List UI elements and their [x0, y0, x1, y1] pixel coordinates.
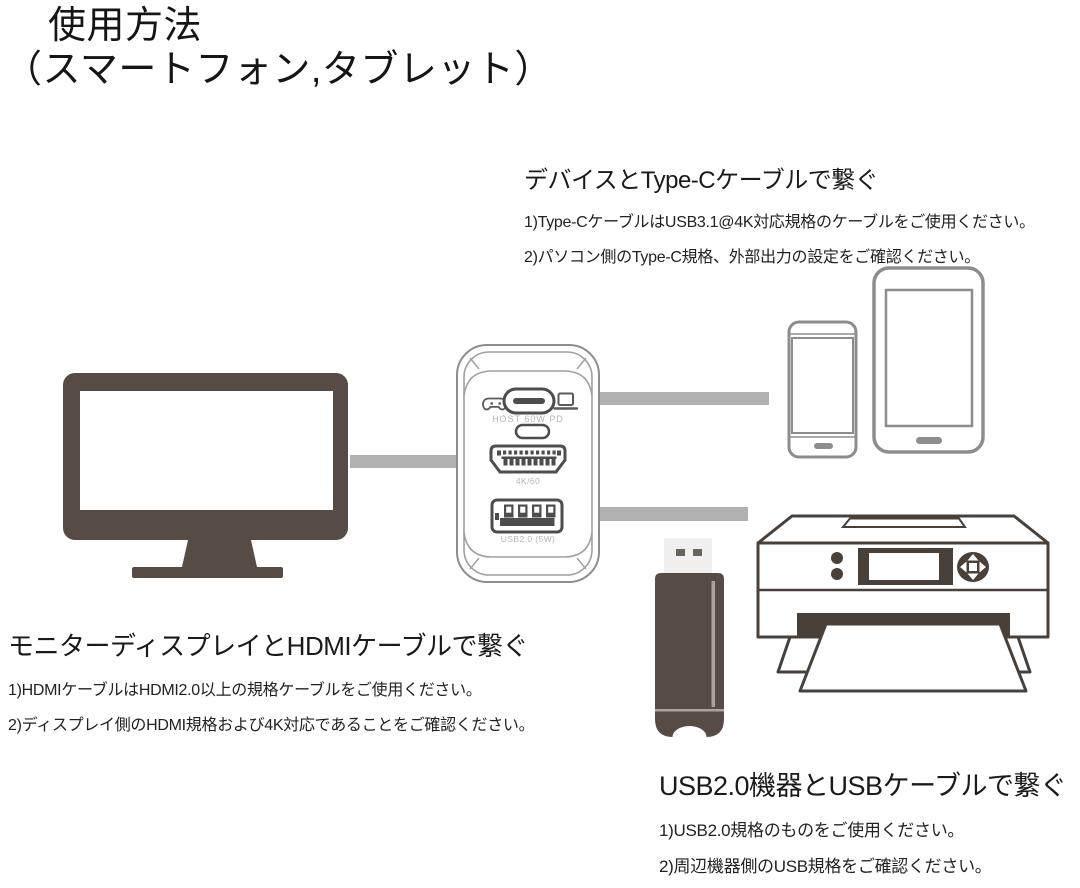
- smartphone-illustration: [787, 320, 858, 459]
- tablet-screen: [884, 288, 974, 428]
- smartphone-home-button: [814, 443, 833, 449]
- monitor-stand-base: [132, 567, 283, 578]
- usb-c-aux-port-icon: [514, 423, 551, 440]
- hdmi-pins: [497, 450, 561, 466]
- usb-c-port-tongue: [513, 398, 545, 404]
- page-title: 使用方法 （スマートフォン,タブレット）: [4, 4, 553, 92]
- printer-lid: [756, 514, 1050, 545]
- usb-drive-edge-highlight: [711, 581, 715, 707]
- printer-dpad: [957, 552, 989, 582]
- printer-screen: [869, 553, 939, 580]
- usb-note-1: 1)USB2.0規格のものをご使用ください。: [659, 821, 965, 840]
- section-hdmi: モニターディスプレイとHDMIケーブルで繋ぐ 1)HDMIケーブルはHDMI2.…: [8, 626, 535, 746]
- type-c-note-2: 2)パソコン側のType-C規格、外部出力の設定をご確認ください。: [524, 249, 980, 266]
- monitor-illustration: [63, 373, 348, 578]
- title-line-1: 使用方法: [48, 5, 203, 47]
- usb-drive-body: [655, 573, 724, 711]
- dock-host-port-label: HOST 60W PD: [492, 414, 564, 424]
- section-usb: USB2.0機器とUSBケーブルで繋ぐ 1)USB2.0規格のものをご使用くださ…: [659, 764, 1067, 888]
- monitor-stand-neck: [182, 540, 257, 567]
- tablet-home-button: [916, 437, 942, 444]
- game-controller-dpad-dot: [490, 402, 493, 405]
- monitor-screen: [80, 391, 333, 510]
- dock-face-top-edge: [463, 370, 593, 397]
- title-line-2: （スマートフォン,タブレット）: [4, 49, 553, 92]
- laptop-icon: [553, 392, 579, 410]
- tablet-illustration: [872, 266, 985, 454]
- printer-lid-slot: [840, 517, 967, 528]
- usb-drive-connector: [664, 538, 712, 575]
- section-type-c: デバイスとType-Cケーブルで繋ぐ 1)Type-CケーブルはUSB3.1@4…: [524, 160, 1035, 278]
- dock-usb-port-label: USB2.0 (5W): [501, 534, 555, 544]
- type-c-note-1: 1)Type-CケーブルはUSB3.1@4K対応規格のケーブルをご使用ください。: [524, 214, 1035, 231]
- usb-drive-tip: [655, 711, 724, 737]
- hdmi-cable: [350, 455, 471, 468]
- hdmi-note-1: 1)HDMIケーブルはHDMI2.0以上の規格ケーブルをご使用ください。: [8, 682, 482, 699]
- printer-button-2: [831, 568, 843, 580]
- dock-corner-bevels: [469, 357, 587, 570]
- usb-a-port-contacts: [504, 504, 556, 518]
- printer-illustration: [756, 514, 1050, 693]
- usb-drive-contact-1: [676, 549, 685, 556]
- dock-inner-shell: [463, 351, 593, 576]
- usb-drive-contact-2: [693, 549, 702, 556]
- hdmi-heading: モニターディスプレイとHDMIケーブルで繋ぐ: [8, 631, 529, 661]
- usb-cable: [588, 507, 748, 521]
- type-c-cable: [588, 392, 769, 405]
- usb-a-port-icon: [490, 498, 564, 534]
- smartphone-screen: [791, 337, 854, 434]
- type-c-heading: デバイスとType-Cケーブルで繋ぐ: [524, 167, 879, 194]
- usb-drive-lanyard-hole: [672, 726, 707, 748]
- game-controller-button-dot: [498, 402, 501, 405]
- usb-flash-drive-illustration: [655, 538, 724, 748]
- usb-drive-tip-seam: [655, 709, 724, 712]
- printer-paper-sheet: [798, 622, 1028, 693]
- usb-heading: USB2.0機器とUSBケーブルで繋ぐ: [659, 771, 1067, 801]
- hdmi-note-2: 2)ディスプレイ側のHDMI規格および4K対応であることをご確認ください。: [8, 717, 535, 734]
- hdmi-port-icon: [489, 444, 567, 474]
- usb-note-2: 2)周辺機器側のUSB規格をご確認ください。: [659, 857, 992, 876]
- dock-illustration: HOST 60W PD: [456, 344, 600, 583]
- dock-hdmi-port-label: 4K/60: [516, 476, 540, 486]
- printer-button-1: [831, 552, 843, 564]
- dock-face-bottom-edge: [463, 531, 593, 558]
